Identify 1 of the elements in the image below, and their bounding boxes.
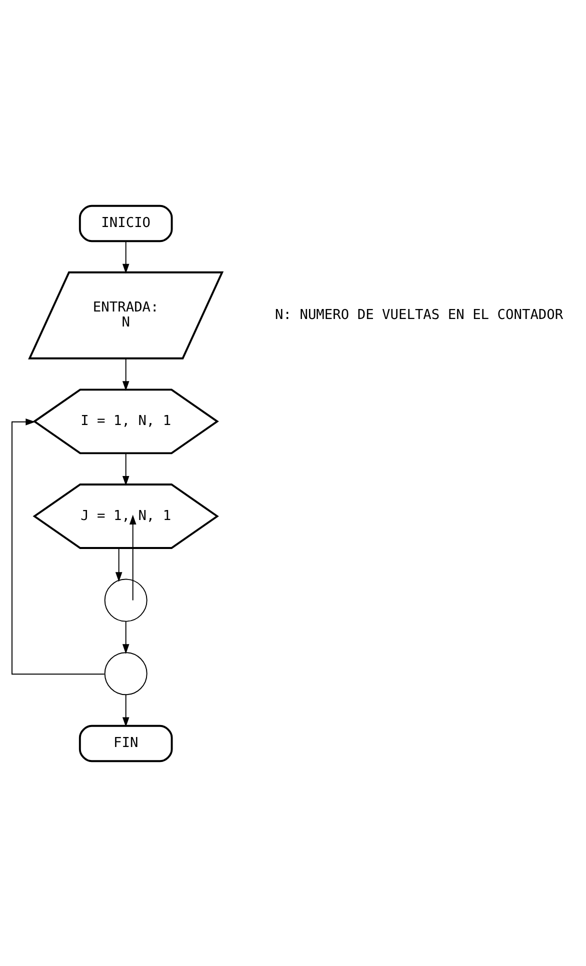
node-label: N: NUMERO DE VUELTAS EN EL CONTADOR <box>275 306 564 322</box>
